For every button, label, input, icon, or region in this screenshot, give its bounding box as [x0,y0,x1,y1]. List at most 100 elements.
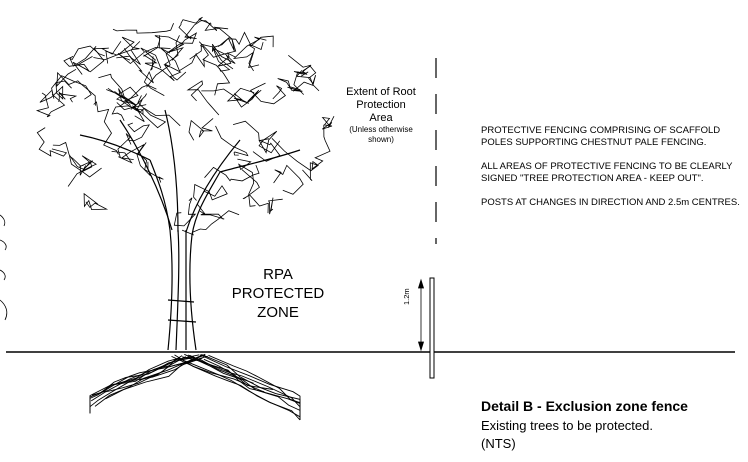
canopy-scribble [144,35,171,71]
fence-post [429,277,435,379]
rpa-extent-note2: shown) [368,135,394,144]
root-line [171,355,301,414]
note-post-spacing: POSTS AT CHANGES IN DIRECTION AND 2.5m C… [481,197,740,208]
detail-subtitle-block: Existing trees to be protected. (NTS) [481,417,653,453]
root-line [189,354,265,393]
canopy-scribble [196,203,225,220]
height-dimension-arrow [417,278,425,352]
canopy-scribble [267,197,283,215]
canopy-scribble [241,169,269,214]
canopy-scribble [248,35,274,68]
root-line [139,355,208,381]
canopy-scribble [199,45,231,96]
canopy-scribble [249,82,286,105]
canopy-scribble [204,164,260,182]
canopy-scribble [288,54,312,77]
canopy-scribble [193,183,228,201]
root-line [90,354,200,402]
root-line [89,356,194,408]
canopy-scribble [143,35,185,61]
zone-line3: ZONE [257,304,299,321]
canopy-scribble [132,105,181,127]
canopy-scribble [56,68,96,106]
rpa-extent-note1: (Unless otherwise [349,125,413,134]
detail-subtitle: Existing trees to be protected. [481,418,653,433]
tree-canopy [35,16,335,236]
canopy-scribble [215,125,249,157]
canopy-scribble [160,47,205,72]
canopy-scribble [93,101,119,155]
detail-title: Detail B - Exclusion zone fence [481,398,688,414]
root-line [201,353,301,420]
detail-scale: (NTS) [481,436,516,451]
canopy-scribble [51,75,92,100]
rpa-extent-line3: Area [369,112,393,124]
partial-tree-edge [0,214,8,321]
canopy-scribble [143,54,182,82]
canopy-scribble [137,142,164,183]
canopy-scribble [120,144,151,176]
canopy-scribble [63,55,90,75]
canopy-scribble [198,22,237,58]
canopy-scribble [277,78,303,92]
canopy-scribble [226,87,255,104]
note-fencing-signage: ALL AREAS OF PROTECTIVE FENCING TO BE CL… [481,161,733,184]
canopy-scribble [127,122,150,142]
canopy-scribble [201,88,262,108]
canopy-scribble [111,133,133,164]
canopy-scribble [83,192,109,211]
canopy-scribble [188,118,214,141]
canopy-scribble [258,130,281,154]
rpa-extent-line2: Protection [356,99,406,111]
canopy-scribble [321,116,335,130]
canopy-scribble [68,155,102,178]
canopy-scribble [123,48,165,96]
canopy-scribble [106,86,139,106]
canopy-scribble [173,197,197,227]
root-line [105,357,203,400]
root-line [174,354,301,421]
canopy-scribble [212,47,236,70]
canopy-scribble [237,158,256,207]
canopy-scribble [186,80,220,116]
canopy-scribble [273,164,304,195]
root-line [187,354,254,384]
rpa-extent-line1: Extent of Root [346,86,416,98]
root-line [177,357,301,420]
canopy-scribble [58,91,78,103]
canopy-scribble [77,41,122,73]
canopy-scribble [293,65,317,92]
canopy-scribble [111,105,144,121]
canopy-scribble [181,210,240,236]
height-dimension-label: 1.2m [402,288,411,305]
canopy-scribble [114,88,143,112]
root-line [119,357,180,384]
zone-line2: PROTECTED [231,285,325,302]
canopy-scribble [211,43,236,72]
canopy-scribble [184,20,229,39]
canopy-scribble [116,84,157,111]
canopy-scribble [36,127,68,157]
canopy-scribble [117,47,162,69]
canopy-scribble [232,36,267,72]
canopy-scribble [227,31,264,52]
zone-line1: RPA [263,266,293,283]
canopy-scribble [39,80,72,103]
canopy-scribble [189,36,231,60]
canopy-scribble [35,92,66,118]
canopy-scribble [232,120,281,162]
canopy-scribble [69,45,105,67]
canopy-scribble [271,138,319,182]
canopy-scribble [311,124,331,170]
fencing-notes: PROTECTIVE FENCING COMPRISING OF SCAFFOL… [481,125,743,221]
root-line [94,354,206,407]
canopy-scribble [133,93,167,129]
canopy-scribble [93,36,141,61]
note-fencing-construction: PROTECTIVE FENCING COMPRISING OF SCAFFOL… [481,125,721,148]
rpa-extent-label: Extent of Root Protection Area (Unless o… [336,86,426,145]
canopy-scribble [112,23,174,34]
root-line [89,356,195,413]
rpa-protected-zone-label: RPA PROTECTED ZONE [218,265,338,322]
tree-roots [89,353,301,421]
